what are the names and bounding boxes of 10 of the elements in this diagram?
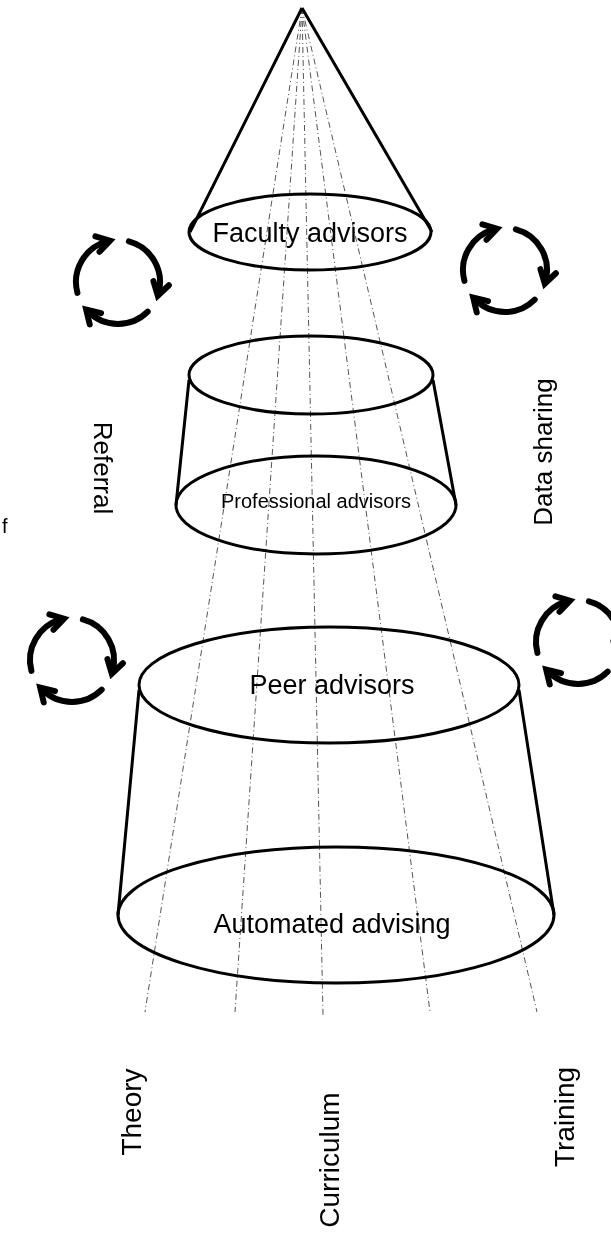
axis-label: Data sharing <box>527 378 559 526</box>
axis-label: Curriculum <box>314 1092 346 1228</box>
axis-label: f <box>2 515 8 538</box>
node-label: Automated advising <box>213 908 451 940</box>
axis-label: Theory <box>116 1068 148 1156</box>
axis-label: Training <box>549 1066 581 1168</box>
node-label: Faculty advisors <box>212 217 408 249</box>
node-label: Peer advisors <box>249 669 415 701</box>
node-label: Professional advisors <box>220 490 412 513</box>
axis-label: Referral <box>86 421 118 515</box>
